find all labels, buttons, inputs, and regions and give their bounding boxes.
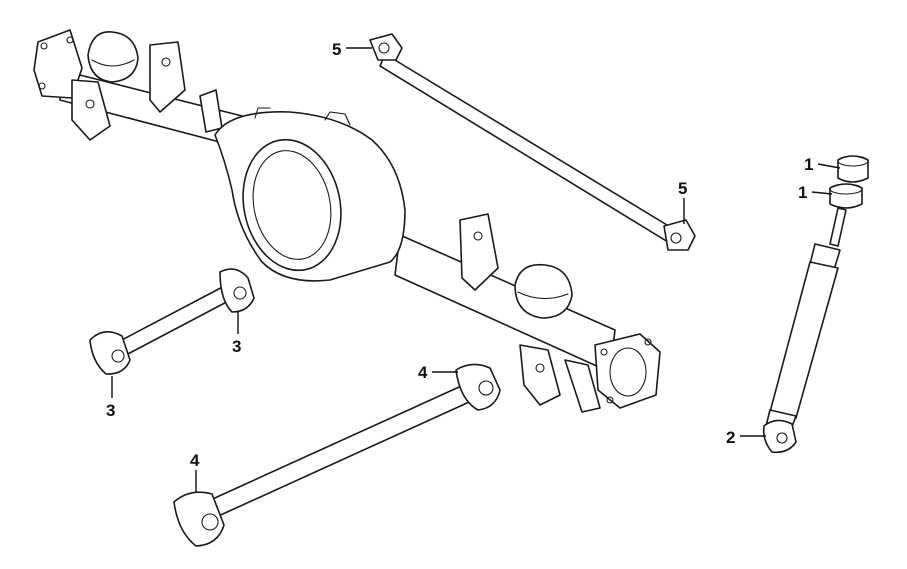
callout-4-left-end: 4 [190,451,200,470]
callout-5-upper-right: 5 [678,179,687,198]
callout-4-right-end: 4 [418,363,428,382]
shock-absorber [762,155,869,454]
callout-3-right-end: 3 [232,337,241,356]
callout-1-upper-bushing: 1 [804,155,813,174]
lateral-rod [89,268,255,375]
callout-2-shock-absorber: 2 [726,428,735,447]
callout-leaders [111,47,841,492]
rear-axle-housing [33,29,661,413]
callout-labels: 5 5 1 1 2 3 3 4 4 [106,40,813,470]
callout-5-upper-left: 5 [332,40,341,59]
lower-control-link [173,363,501,547]
callout-1-lower-bushing: 1 [798,183,807,202]
upper-control-link [369,33,696,251]
callout-3-left-end: 3 [106,401,115,420]
